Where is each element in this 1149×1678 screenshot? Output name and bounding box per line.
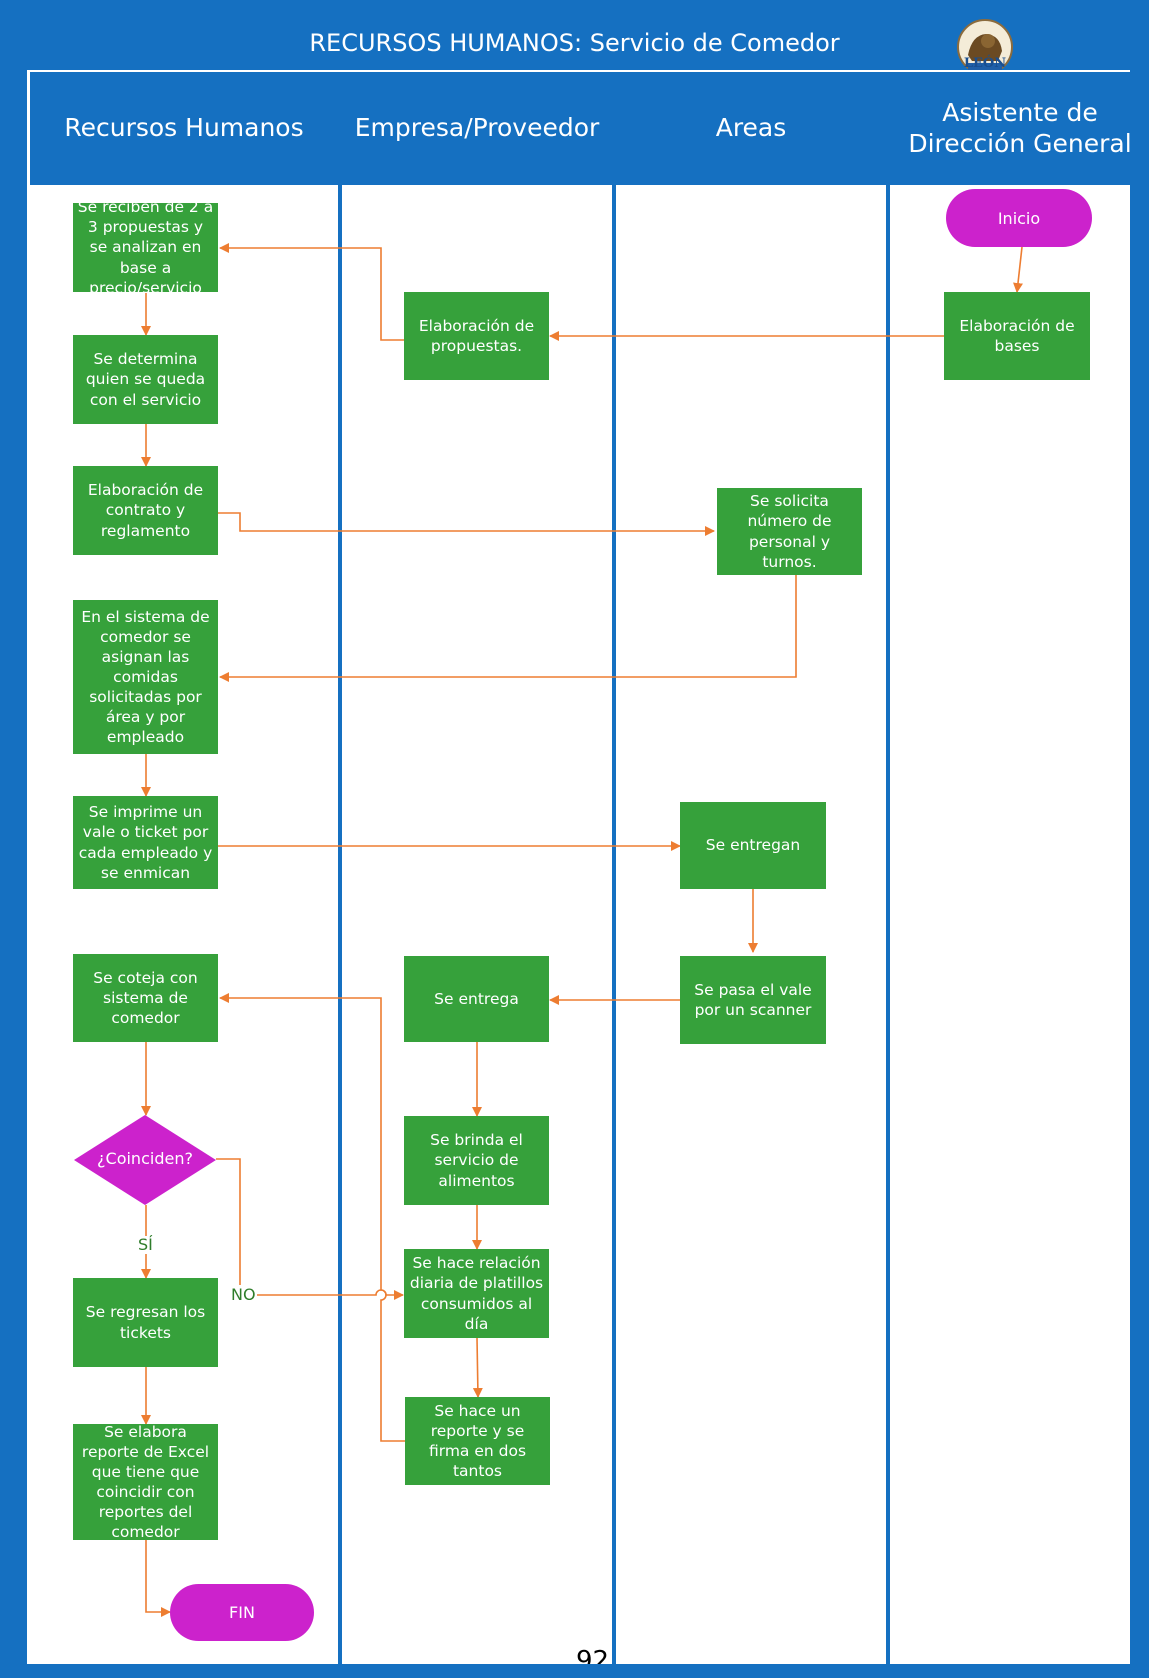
label-si: SÍ: [138, 1235, 153, 1254]
lane-header-asistente: Asistente de Dirección General: [890, 72, 1149, 185]
end-terminal: FIN: [170, 1584, 314, 1641]
frame-right-border: [1130, 0, 1149, 1678]
lane-header-empresa-proveedor: Empresa/Proveedor: [342, 72, 612, 185]
arrow-inicio-bases: [1013, 246, 1023, 293]
step-elab-propuestas: Elaboración de propuestas.: [404, 292, 549, 380]
step-elab-bases: Elaboración de bases: [944, 292, 1090, 380]
title-bar-top: [0, 0, 1149, 16]
lane-header-recursos-humanos: Recursos Humanos: [30, 72, 338, 185]
step-entregan: Se entregan: [680, 802, 826, 889]
step-reporte-firma: Se hace un reporte y se firma en dos tan…: [405, 1397, 550, 1485]
arrow-solicita-sistema: [219, 575, 797, 682]
arrow-coinciden-no: [216, 1158, 404, 1300]
frame-bottom-border: [0, 1664, 1149, 1678]
step-sistema: En el sistema de comedor se asignan las …: [73, 600, 218, 754]
page-number: 92: [576, 1646, 610, 1664]
arrow-relacion-reporte: [472, 1337, 483, 1398]
start-terminal: Inicio: [946, 189, 1092, 247]
step-recibe-propuestas: Se reciben de 2 a 3 propuestas y se anal…: [73, 198, 218, 297]
step-regresan: Se regresan los tickets: [73, 1278, 218, 1367]
step-solicita: Se solicita número de personal y turnos.: [717, 488, 862, 575]
lane-divider-1: [338, 72, 342, 1664]
step-determina: Se determina quien se queda con el servi…: [73, 335, 218, 424]
lane-header-areas: Areas: [616, 72, 886, 185]
lane-divider-3: [886, 72, 890, 1664]
step-scanner: Se pasa el vale por un scanner: [680, 956, 826, 1044]
step-relacion: Se hace relación diaria de platillos con…: [404, 1249, 549, 1338]
decision-coinciden: [74, 1115, 216, 1205]
arrow-contrato-solicita: [218, 512, 715, 536]
page-number-clip: 92: [560, 1646, 620, 1664]
frame-left-border: [0, 0, 27, 1678]
step-contrato: Elaboración de contrato y reglamento: [73, 466, 218, 555]
label-no: NO: [230, 1285, 257, 1304]
step-coteja: Se coteja con sistema de comedor: [73, 954, 218, 1042]
arrow-excel-fin: [145, 1540, 171, 1617]
step-reporte-excel: Se elabora reporte de Excel que tiene qu…: [73, 1423, 218, 1541]
step-entrega: Se entrega: [404, 956, 549, 1042]
leon-logo: [957, 19, 1013, 73]
decision-coinciden-label: ¿Coinciden?: [97, 1149, 193, 1168]
logo-text: LEÓN: [963, 56, 1007, 71]
frame-inner-right-border: [1130, 185, 1134, 1664]
lane-divider-2: [612, 72, 616, 1664]
arrow-reporte-coteja: [219, 993, 405, 1442]
step-imprime: Se imprime un vale o ticket por cada emp…: [73, 796, 218, 889]
step-brinda: Se brinda el servicio de alimentos: [404, 1116, 549, 1205]
arrow-propuestas-reciben: [219, 243, 404, 341]
